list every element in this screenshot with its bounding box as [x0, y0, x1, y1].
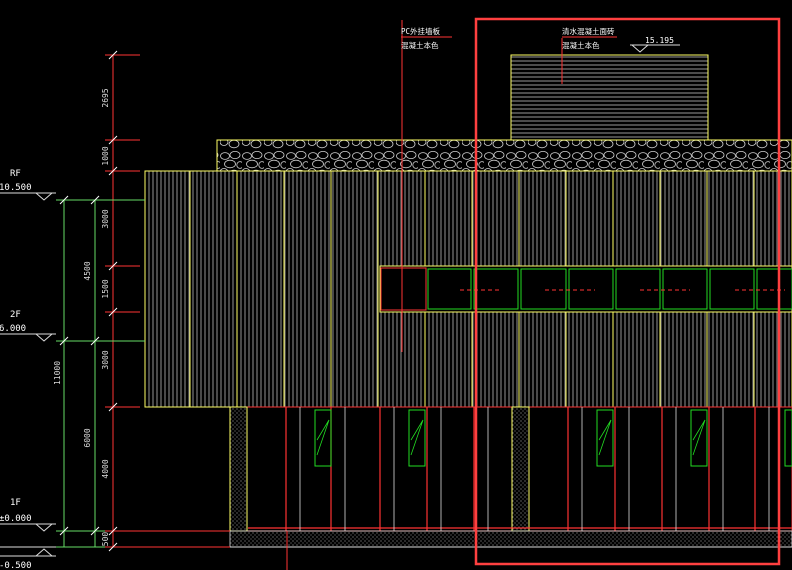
- level-marker-rf: [0, 192, 56, 201]
- dim-1000: 1000: [101, 146, 110, 165]
- level-marker-2f: [0, 333, 56, 342]
- window-band-windows: [380, 267, 792, 311]
- window-diagonals: [316, 419, 706, 456]
- dim-1500: 1500: [101, 279, 110, 298]
- roof-parapet: [216, 139, 792, 172]
- dim-3000-upper: 3000: [101, 209, 110, 228]
- dim-chain-inner: [105, 54, 230, 548]
- level-marker-1f: [0, 523, 56, 532]
- roof-structure: [510, 54, 709, 141]
- ground-floor-base: [229, 406, 792, 532]
- window-band: [379, 265, 792, 313]
- dim-500: 500: [101, 532, 110, 547]
- storefront-mullions: [248, 407, 792, 531]
- dim-4000: 4000: [101, 459, 110, 478]
- ground-plinth: [229, 530, 792, 548]
- level-rf-name: RF: [10, 169, 21, 179]
- dim-chain-inner-ticks: [108, 50, 118, 552]
- note-top-line2: 混凝土本色: [562, 40, 600, 50]
- level-2f-name: 2F: [10, 310, 21, 320]
- level-1f-name: 1F: [10, 498, 21, 508]
- note-pc-line1: PC外挂墙板: [401, 26, 441, 36]
- level-marker-top: [630, 44, 680, 53]
- note-pc-line2: 混凝土本色: [401, 40, 439, 50]
- level-2f-elev: 6.000: [0, 324, 26, 334]
- level-1f-elev: ±0.000: [0, 514, 32, 524]
- column-left: [229, 406, 248, 532]
- storefront-white-frames: [299, 407, 770, 531]
- dim-chain-outer: [56, 199, 145, 548]
- storefront-small-windows: [314, 409, 792, 467]
- note-top-line1: 清水混凝土面砖: [562, 26, 615, 36]
- dim-2695: 2695: [101, 88, 110, 107]
- dim-11000: 11000: [53, 361, 62, 385]
- top-elevation-text: 15.195: [645, 36, 674, 45]
- column-center: [511, 406, 530, 532]
- level-ground-elev: -0.500: [0, 561, 32, 570]
- highlight-box: [474, 17, 781, 566]
- level-marker-ground: [0, 548, 56, 557]
- dim-6000: 6000: [83, 428, 92, 447]
- dim-chain-outer-ticks: [59, 195, 100, 536]
- dim-4500: 4500: [83, 261, 92, 280]
- dim-3000-lower: 3000: [101, 350, 110, 369]
- level-rf-elev: 10.500: [0, 183, 32, 193]
